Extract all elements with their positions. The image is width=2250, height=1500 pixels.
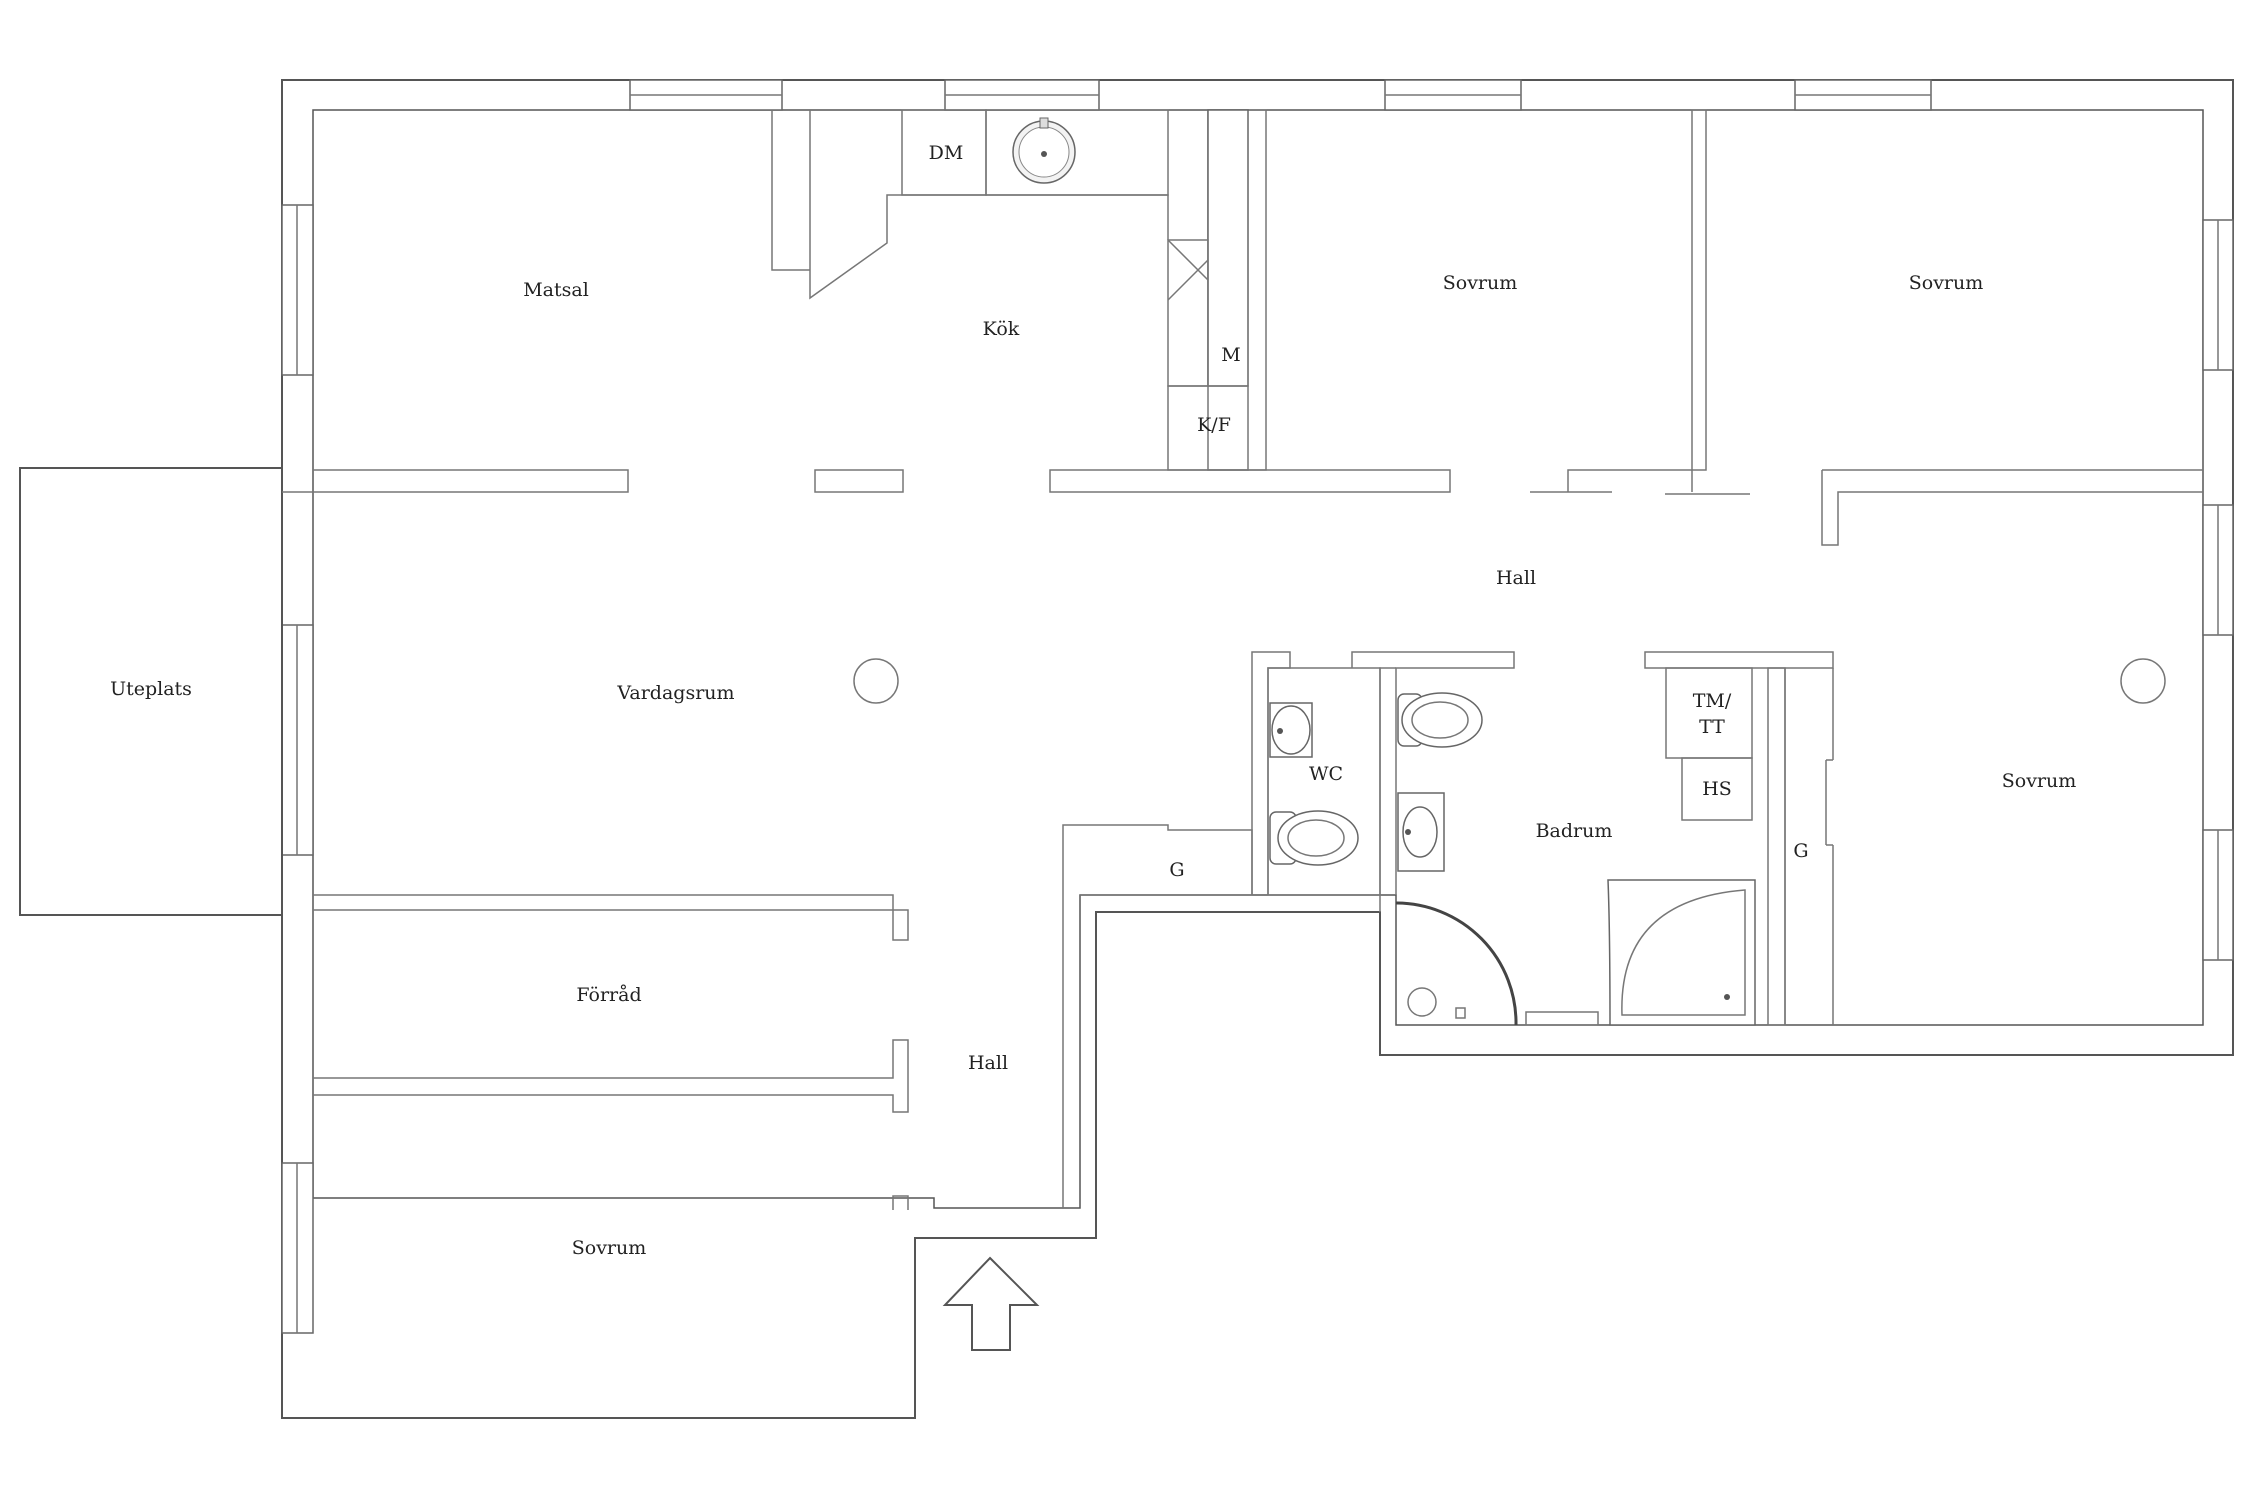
fixtures (853, 117, 2166, 1026)
label-kok: Kök (983, 318, 1020, 340)
ceiling-lamp-icon (2120, 658, 2166, 704)
toilet-icon (1269, 810, 1359, 866)
label-hall-upper: Hall (1496, 567, 1536, 589)
label-forrad: Förråd (576, 984, 641, 1006)
label-m: M (1221, 344, 1240, 366)
corner-bathtub-icon (1525, 879, 1756, 1026)
sink-icon (1269, 702, 1313, 758)
label-sovrum-3: Sovrum (2002, 770, 2077, 792)
toilet-icon (1397, 692, 1483, 748)
label-tmtt-line2: TT (1699, 716, 1725, 738)
windows (281, 79, 2234, 1334)
shower-icon (1395, 901, 1518, 1026)
label-vardagsrum: Vardagsrum (616, 682, 734, 704)
label-matsal: Matsal (523, 279, 589, 301)
interior-walls (282, 109, 2203, 1210)
sink-icon (1397, 792, 1445, 872)
label-hall-lower: Hall (968, 1052, 1008, 1074)
label-kf: K/F (1197, 414, 1231, 436)
sink-icon (1012, 117, 1076, 184)
ceiling-lamp-icon (853, 658, 899, 704)
room-labels: Matsal Kök DM M K/F Sovrum Sovrum Hall U… (110, 142, 2076, 1259)
label-tmtt-line1: TM/ (1693, 690, 1732, 712)
label-g-left: G (1169, 859, 1184, 881)
label-dm: DM (929, 142, 964, 164)
label-badrum: Badrum (1536, 820, 1613, 842)
label-sovrum-1: Sovrum (1443, 272, 1518, 294)
entrance-arrow-icon (942, 1256, 1040, 1351)
label-sovrum-2: Sovrum (1909, 272, 1984, 294)
patio-area (19, 467, 283, 916)
label-wc: WC (1309, 763, 1343, 785)
label-uteplats: Uteplats (110, 678, 192, 700)
label-sovrum-4: Sovrum (572, 1237, 647, 1259)
label-hs: HS (1702, 778, 1732, 800)
label-g-right: G (1793, 840, 1808, 862)
